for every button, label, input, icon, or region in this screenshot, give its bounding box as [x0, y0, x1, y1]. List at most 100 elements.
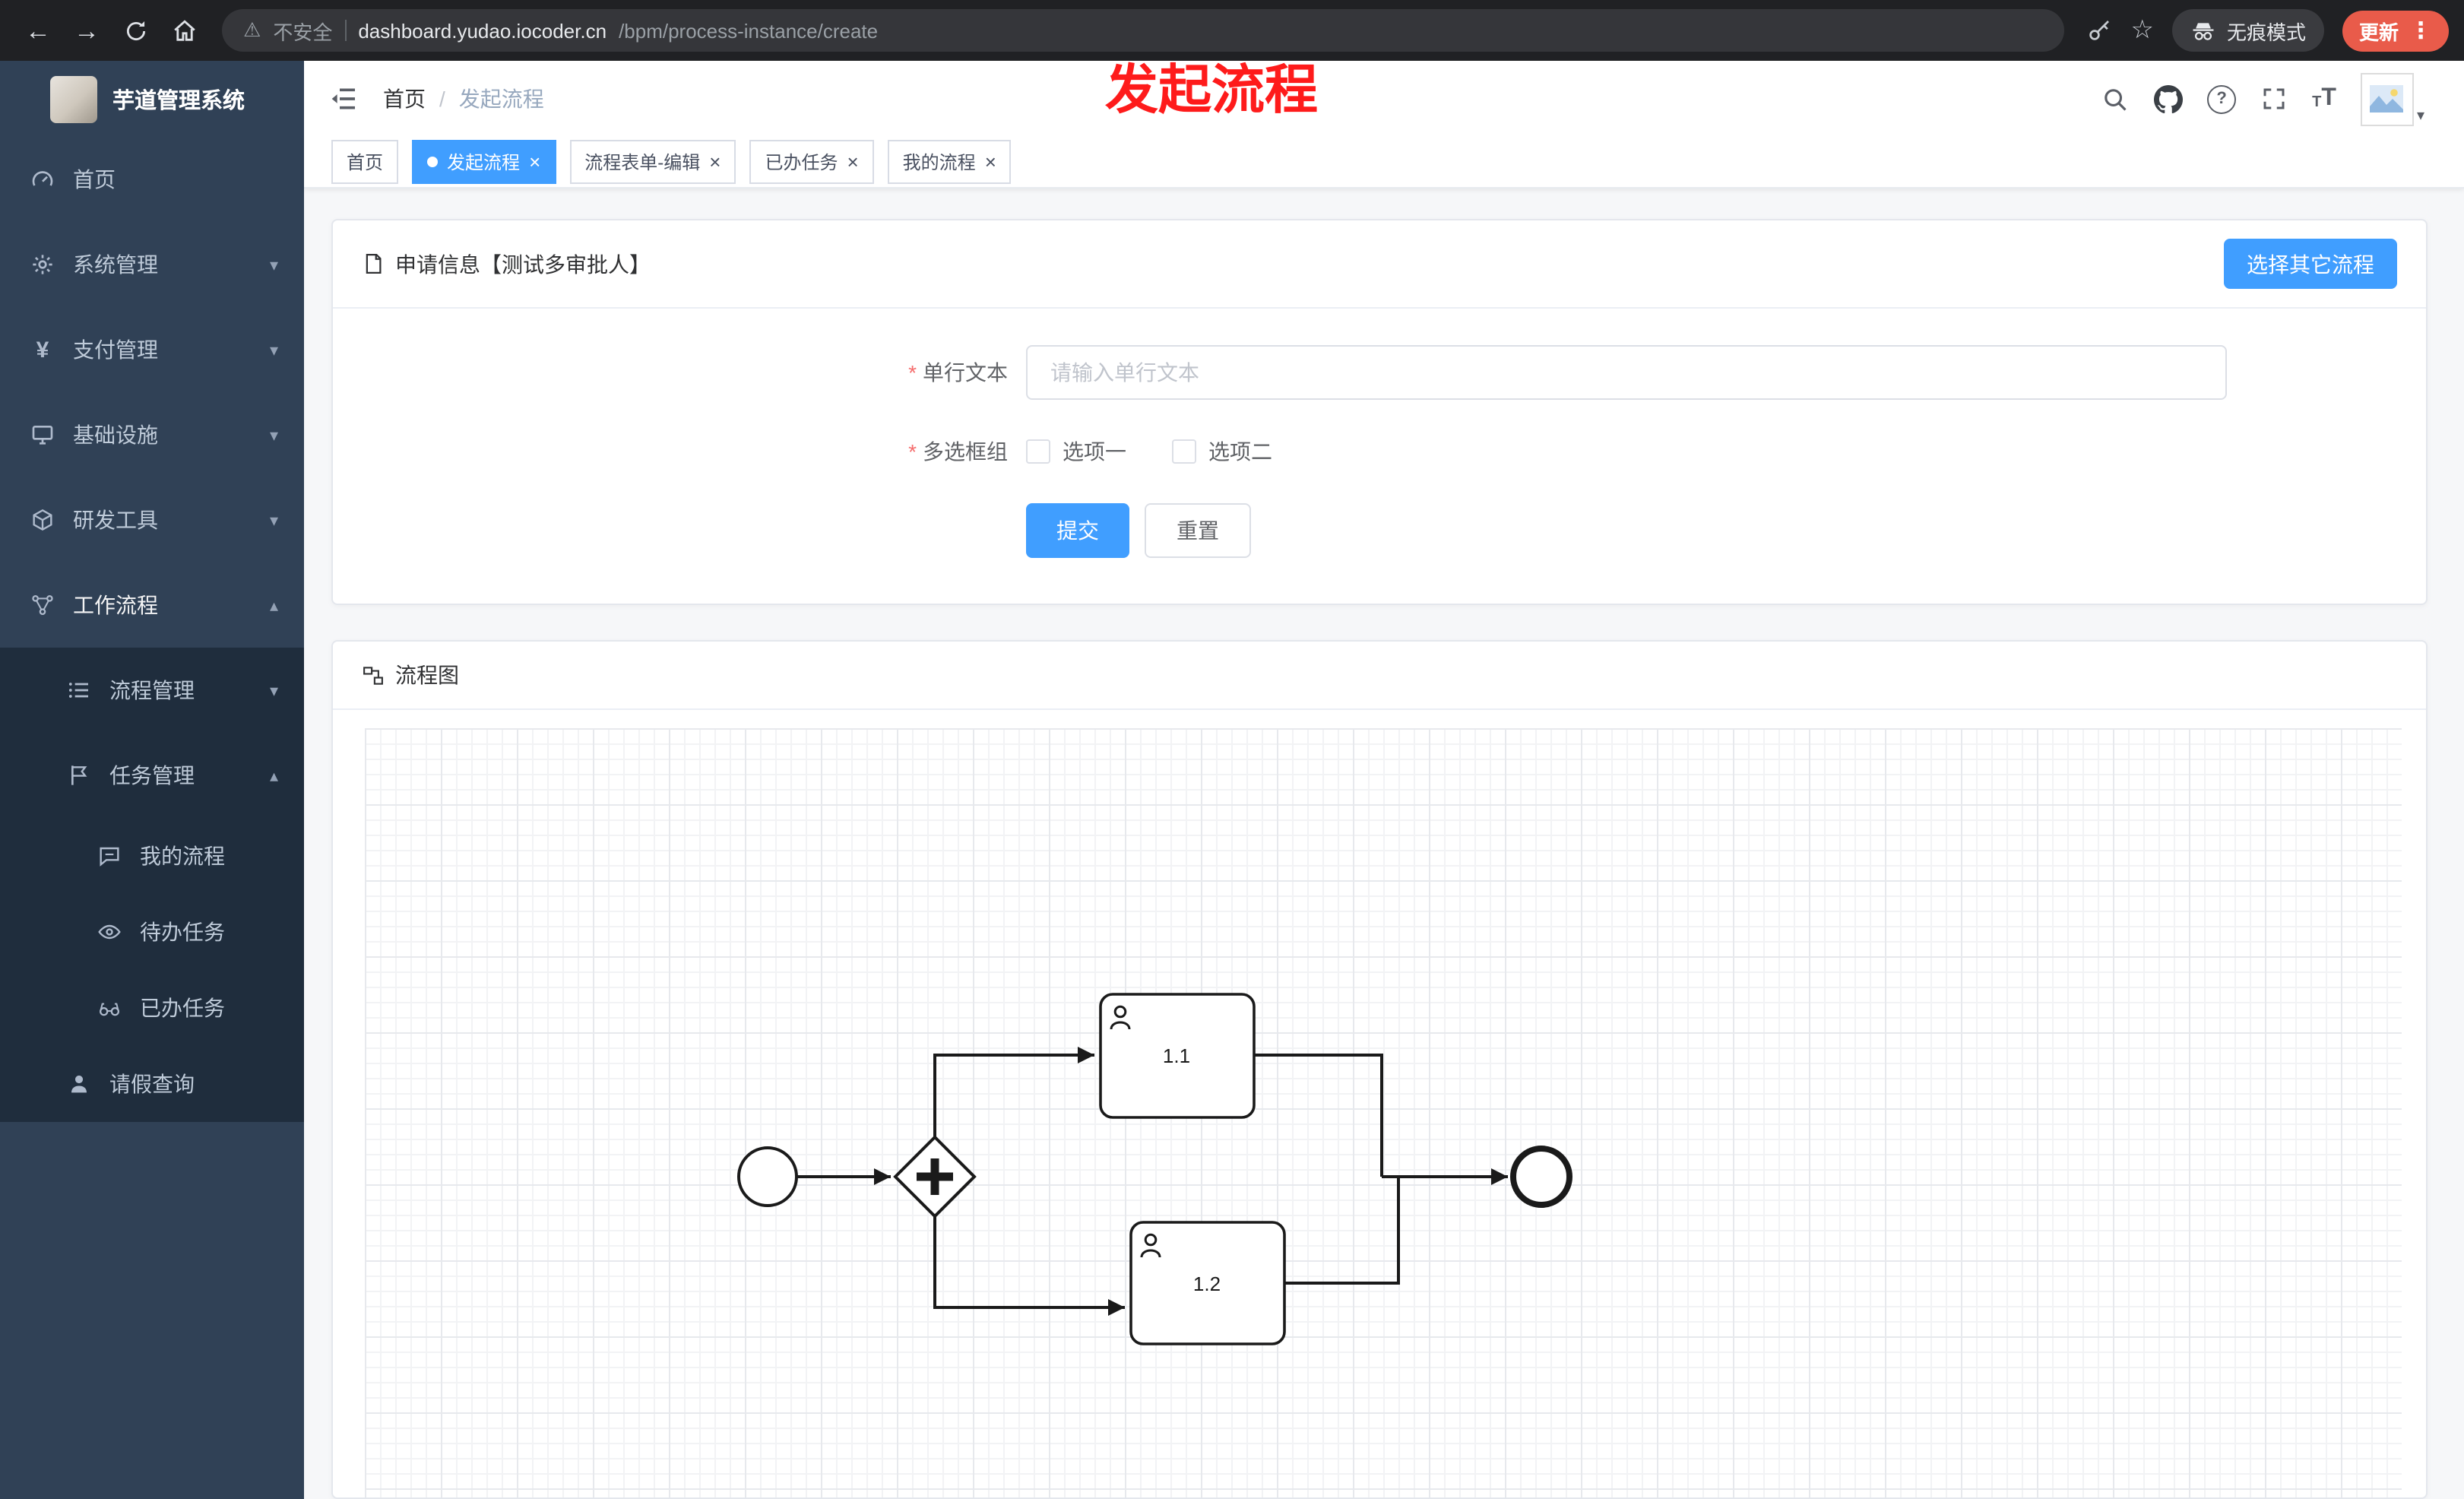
card-title: 流程图	[395, 663, 459, 687]
help-button[interactable]: ?	[2207, 84, 2237, 113]
cube-icon	[33, 509, 52, 531]
sidebar: 芋道管理系统 首页 系统管理 ▾ ¥ 支付管理 ▾ 基础设施 ▾	[0, 61, 304, 1499]
sidebar-item-task-management[interactable]: 任务管理 ▴	[0, 733, 304, 818]
sidebar-item-done-tasks[interactable]: 已办任务	[0, 970, 304, 1046]
bpmn-diagram: 1.1 1.2	[737, 993, 1572, 1345]
parallel-gateway-node	[893, 1135, 977, 1219]
update-label: 更新	[2358, 21, 2399, 43]
tab-form-edit[interactable]: 流程表单-编辑 ×	[569, 140, 736, 184]
flag-icon	[71, 765, 87, 785]
sidebar-item-label: 流程管理	[109, 678, 195, 702]
tab-start-process[interactable]: 发起流程 ×	[412, 140, 556, 184]
breadcrumb-separator: /	[439, 87, 445, 111]
chat-icon	[100, 847, 119, 867]
incognito-badge[interactable]: 无痕模式	[2171, 9, 2324, 52]
close-icon[interactable]: ×	[847, 151, 859, 173]
chevron-down-icon: ▾	[269, 426, 278, 445]
single-text-input[interactable]	[1026, 345, 2227, 400]
search-button[interactable]	[2101, 84, 2130, 113]
flow-gateway-to-task-1-1	[933, 1047, 1094, 1137]
forward-button[interactable]: →	[64, 8, 109, 53]
tags-view-bar: 首页 发起流程 × 流程表单-编辑 × 已办任务 × 我的流程 ×	[304, 137, 2464, 189]
page-content: 申请信息【测试多审批人】 选择其它流程 *单行文本 *多选框组	[304, 189, 2464, 1499]
back-button[interactable]: ←	[15, 8, 61, 53]
glasses-icon	[99, 1003, 120, 1016]
sidebar-item-system-management[interactable]: 系统管理 ▾	[0, 222, 304, 307]
breadcrumb-home[interactable]: 首页	[383, 87, 426, 111]
browser-menu-icon[interactable]: ⋮	[2409, 18, 2432, 44]
required-asterisk: *	[908, 439, 917, 464]
sidebar-item-label: 系统管理	[73, 252, 158, 277]
checkbox-label: 选项二	[1208, 439, 1272, 464]
user-task-1-2-node: 1.2	[1129, 1221, 1286, 1345]
application-form: *单行文本 *多选框组 选项一	[333, 309, 2426, 604]
sidebar-item-payment-management[interactable]: ¥ 支付管理 ▾	[0, 307, 304, 392]
tab-my-process[interactable]: 我的流程 ×	[887, 140, 1012, 184]
sidebar-item-todo-tasks[interactable]: 待办任务	[0, 894, 304, 970]
github-button[interactable]	[2154, 84, 2184, 113]
user-task-icon	[1140, 1233, 1161, 1258]
password-key-button[interactable]	[2085, 17, 2112, 44]
caret-down-icon: ▾	[2416, 107, 2424, 124]
checkbox-label: 选项一	[1063, 439, 1126, 464]
user-task-1-1-node: 1.1	[1099, 993, 1256, 1119]
close-icon[interactable]: ×	[529, 151, 541, 173]
checkbox-group: 选项一 选项二	[1026, 436, 1272, 467]
home-button[interactable]	[161, 8, 207, 53]
document-icon	[366, 254, 382, 274]
avatar-image	[2370, 85, 2404, 113]
home-icon	[173, 19, 195, 40]
checkbox-group-label: *多选框组	[908, 439, 1008, 464]
incognito-label: 无痕模式	[2226, 21, 2306, 43]
eye-icon	[98, 924, 121, 940]
browser-toolbar-actions: ☆ 无痕模式 更新 ⋮	[2079, 9, 2449, 52]
chevron-up-icon: ▴	[269, 767, 278, 785]
sidebar-item-home[interactable]: 首页	[0, 137, 304, 222]
sidebar-item-my-process[interactable]: 我的流程	[0, 818, 304, 894]
app-logo[interactable]: 芋道管理系统	[0, 61, 304, 137]
task-label: 1.2	[1193, 1272, 1221, 1295]
search-icon	[2105, 88, 2127, 110]
sidebar-collapse-button[interactable]	[328, 84, 359, 114]
sidebar-item-infrastructure[interactable]: 基础设施 ▾	[0, 392, 304, 477]
reload-button[interactable]	[112, 8, 158, 53]
omnibox-divider	[344, 20, 347, 41]
chrome-update-button[interactable]: 更新 ⋮	[2342, 10, 2449, 51]
form-actions-row: 提交 重置	[333, 503, 2426, 558]
bookmark-star-button[interactable]: ☆	[2130, 15, 2154, 44]
sidebar-item-dev-tools[interactable]: 研发工具 ▾	[0, 477, 304, 563]
sidebar-item-label: 首页	[73, 167, 116, 192]
task-label: 1.1	[1163, 1044, 1190, 1067]
sidebar-item-process-management[interactable]: 流程管理 ▾	[0, 648, 304, 733]
start-event-node	[737, 1146, 798, 1207]
tab-home[interactable]: 首页	[331, 140, 399, 184]
close-icon[interactable]: ×	[984, 151, 996, 173]
single-text-row: *单行文本	[333, 345, 2426, 400]
not-secure-icon: ⚠	[243, 18, 261, 41]
checkbox-option-2[interactable]: 选项二	[1172, 436, 1272, 467]
flow-task-1-2-out	[1284, 1177, 1400, 1285]
fullscreen-button[interactable]	[2260, 85, 2288, 113]
sidebar-item-label: 请假查询	[109, 1072, 195, 1096]
fullscreen-icon	[2263, 88, 2285, 109]
submit-button[interactable]: 提交	[1026, 503, 1129, 558]
choose-other-process-button[interactable]: 选择其它流程	[2224, 239, 2397, 289]
bpmn-canvas[interactable]: 1.1 1.2	[365, 728, 2402, 1497]
tab-done-tasks[interactable]: 已办任务 ×	[749, 140, 874, 184]
tab-label: 流程表单-编辑	[584, 152, 701, 173]
sidebar-item-label: 待办任务	[140, 920, 225, 944]
gear-icon	[33, 255, 52, 274]
close-icon[interactable]: ×	[709, 151, 721, 173]
sequence-flows	[797, 1047, 1508, 1316]
card-title: 申请信息【测试多审批人】	[395, 252, 651, 276]
sidebar-item-workflow[interactable]: 工作流程 ▴	[0, 563, 304, 648]
address-bar[interactable]: ⚠ 不安全 dashboard.yudao.iocoder.cn /bpm/pr…	[222, 9, 2064, 52]
tab-label: 发起流程	[447, 152, 521, 173]
sidebar-item-leave-query[interactable]: 请假查询	[0, 1046, 304, 1122]
user-avatar-dropdown[interactable]: ▾	[2360, 72, 2424, 125]
reset-button[interactable]: 重置	[1145, 503, 1251, 558]
font-size-small-glyph: T	[2312, 94, 2322, 111]
checkbox-option-1[interactable]: 选项一	[1026, 436, 1126, 467]
